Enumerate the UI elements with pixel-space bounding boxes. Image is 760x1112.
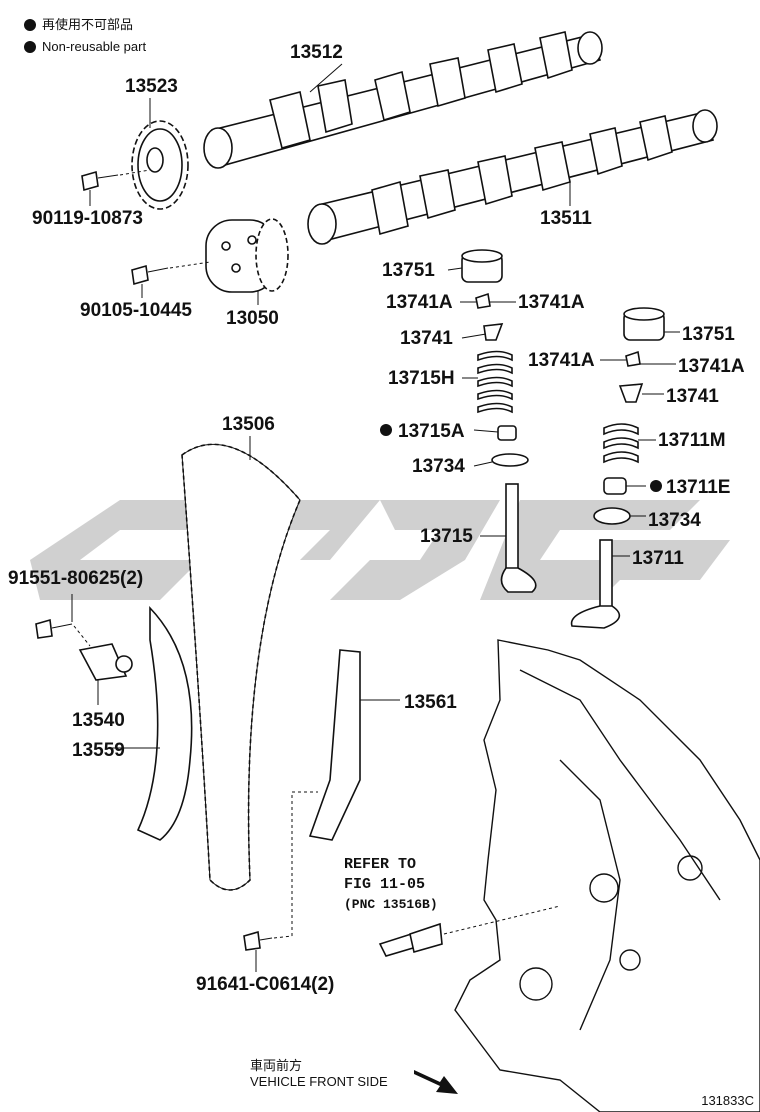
refer-line2: FIG 11-05	[344, 876, 425, 893]
label-13741A-exhaust-left: 13741A	[528, 350, 595, 371]
label-13741A-intake-left: 13741A	[386, 292, 453, 313]
engine-block-outline	[454, 639, 760, 1112]
vehicle-front-en: VEHICLE FRONT SIDE	[250, 1074, 388, 1089]
non-reusable-dot-icon	[380, 424, 392, 436]
label-13506: 13506	[222, 414, 275, 435]
label-13741A-exhaust-right: 13741A	[678, 356, 745, 377]
valve-train-intake	[461, 249, 537, 593]
label-13540: 13540	[72, 710, 125, 731]
legend-row-jp: 再使用不可部品	[24, 14, 146, 36]
vvt-gear-13050	[205, 218, 289, 293]
bolt-90105-10445	[131, 261, 211, 298]
vehicle-front-note: 車両前方 VEHICLE FRONT SIDE	[250, 1058, 388, 1090]
timing-chain-13506	[181, 443, 301, 891]
legend: 再使用不可部品 Non-reusable part	[24, 14, 146, 58]
label-13512: 13512	[290, 42, 343, 63]
legend-label-en: Non-reusable part	[42, 39, 147, 54]
vehicle-front-arrow-icon	[414, 1070, 458, 1094]
label-13711: 13711	[632, 548, 684, 569]
figure-code: 131833C	[701, 1093, 754, 1108]
leader-lines	[108, 63, 680, 749]
bolt-91551-80625	[35, 594, 91, 647]
oil-control-valve-ref	[378, 905, 561, 957]
label-13711M: 13711M	[658, 430, 726, 451]
non-reusable-dot-icon	[24, 19, 36, 31]
label-13741-exhaust: 13741	[666, 386, 719, 407]
legend-row-en: Non-reusable part	[24, 36, 146, 58]
label-91641-C0614: 91641-C0614(2)	[196, 974, 334, 995]
vehicle-front-jp: 車両前方	[250, 1058, 303, 1073]
camshaft-13511	[307, 109, 718, 245]
refer-line3: (PNC 13516B)	[344, 897, 438, 912]
label-13734-intake: 13734	[412, 456, 465, 477]
cam-sprocket-13523	[131, 120, 189, 210]
bolt-91641-C0614	[243, 791, 318, 972]
label-13715A: 13715A	[398, 421, 465, 442]
label-90105-10445: 90105-10445	[80, 300, 192, 321]
chain-tensioner-arm-13559	[136, 606, 193, 841]
legend-label-jp: 再使用不可部品	[42, 17, 134, 32]
label-13050: 13050	[226, 308, 279, 329]
label-13751-intake: 13751	[382, 260, 435, 281]
bolt-90119-10873	[81, 169, 151, 206]
non-reusable-dot-icon	[24, 41, 36, 53]
non-reusable-dot-icon	[650, 480, 662, 492]
label-13751-exhaust: 13751	[682, 324, 735, 345]
tensioner-13540	[78, 643, 133, 705]
label-13511: 13511	[540, 208, 592, 229]
label-13559: 13559	[72, 740, 125, 761]
refer-line1: REFER TO	[344, 856, 416, 873]
label-13715: 13715	[420, 526, 473, 547]
camshaft-13512	[203, 31, 603, 169]
chain-guide-13561	[308, 649, 361, 841]
label-13715H: 13715H	[388, 368, 455, 389]
label-91551-80625: 91551-80625(2)	[8, 568, 143, 589]
label-13734-exhaust: 13734	[648, 510, 701, 531]
label-13741A-intake-right: 13741A	[518, 292, 585, 313]
label-13741-intake: 13741	[400, 328, 453, 349]
valve-train-exhaust	[570, 307, 665, 629]
label-13523: 13523	[125, 76, 178, 97]
label-90119-10873: 90119-10873	[32, 208, 143, 229]
label-13561: 13561	[404, 692, 457, 713]
label-13711E: 13711E	[666, 477, 730, 498]
